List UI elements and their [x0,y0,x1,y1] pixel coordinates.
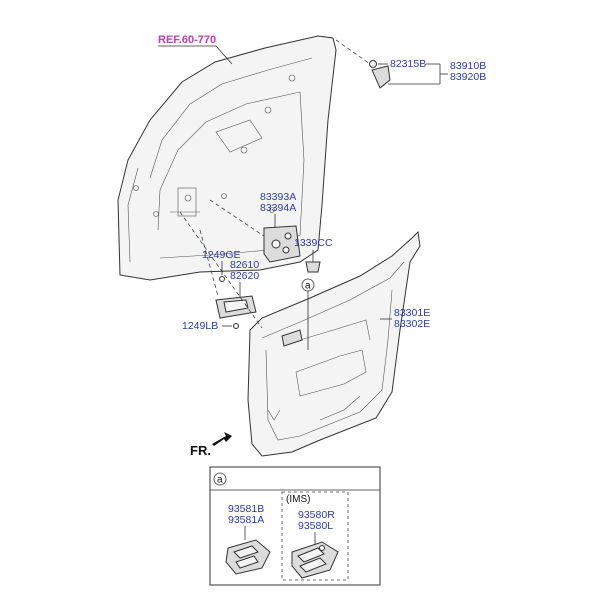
label-93580R: 93580R [298,509,335,521]
inset-a: a [217,475,223,486]
label-1249GE: 1249GE [202,249,241,261]
label-82620: 82620 [230,270,259,282]
door-trim-panel [247,230,421,457]
delta-cover-part [369,60,391,89]
label-83910B: 83910B [450,60,486,72]
ref-label: REF.60-770 [158,34,216,46]
label-83920B: 83920B [450,71,486,83]
label-93581B: 93581B [228,503,264,515]
label-83301E: 83301E [394,307,430,319]
label-83393A: 83393A [260,191,296,203]
label-93580L: 93580L [298,520,333,532]
label-83302E: 83302E [394,318,430,330]
callout-a: a [305,281,311,292]
switch-bracket-part [263,225,301,263]
label-93581A: 93581A [228,514,264,526]
label-1339CC: 1339CC [294,237,333,249]
inside-handle-part [215,295,257,319]
ims-label: (IMS) [286,494,310,505]
label-82610: 82610 [230,259,259,271]
label-83394A: 83394A [260,202,296,214]
label-82315B: 82315B [390,58,426,70]
clip-part [305,261,321,273]
inset-switch-box: a 93581B 93581A (IMS) 93580R 93580L [209,466,381,586]
front-direction-label: FR. [190,443,211,458]
label-1249LB: 1249LB [182,320,218,332]
front-arrow-icon [212,432,232,446]
